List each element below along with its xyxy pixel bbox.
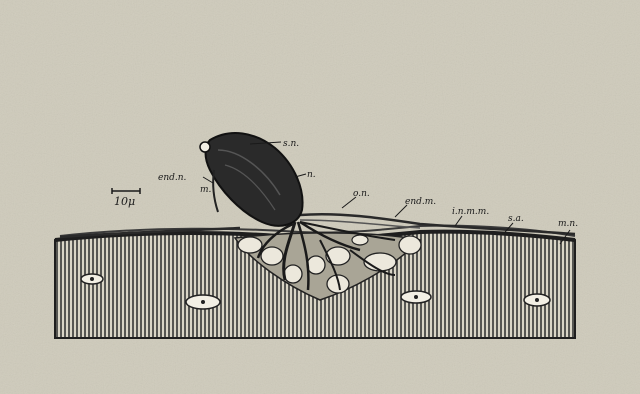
label-sn: s.n. — [283, 139, 299, 149]
label-endn: end.n. — [158, 173, 187, 183]
label-inmm: i.n.m.m. — [452, 207, 489, 217]
scale-bar-label: 10μ — [114, 195, 135, 208]
label-n: n. — [307, 170, 316, 180]
label-mn: m.n. — [558, 219, 578, 229]
label-sa: s.a. — [508, 214, 524, 224]
label-on: o.n. — [353, 189, 370, 199]
label-endm: end.m. — [405, 197, 436, 207]
label-m: m. — [200, 185, 212, 195]
